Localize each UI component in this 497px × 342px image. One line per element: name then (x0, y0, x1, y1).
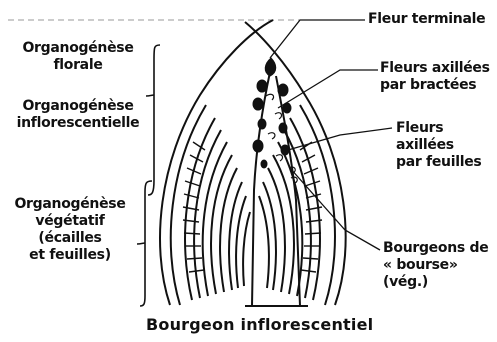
label-line: (écailles (2, 230, 138, 247)
label-fleur-terminale: Fleur terminale (368, 11, 485, 28)
flower-buds (253, 58, 291, 168)
left-braces (137, 45, 160, 306)
label-line: par bractées (380, 77, 490, 94)
label-organogenese-florale: Organogénèse florale (8, 40, 148, 74)
label-line: inflorescentielle (4, 115, 152, 132)
label-line: végétatif (2, 213, 138, 230)
label-organogenese-vegetatif: Organogénèse végétatif (écailles et feui… (2, 196, 138, 264)
label-line: par feuilles (396, 154, 481, 171)
label-line: Organogénèse (8, 40, 148, 57)
label-line: et feuilles) (2, 247, 138, 264)
label-organogenese-inflorescentielle: Organogénèse inflorescentielle (4, 98, 152, 132)
terminal-flower (265, 58, 276, 76)
label-line: (vég.) (383, 274, 488, 291)
label-line: Organogénèse (4, 98, 152, 115)
diagram-caption: Bourgeon inflorescentiel (146, 315, 373, 334)
label-fleurs-axillees-bractees: Fleurs axillées par bractées (380, 60, 490, 94)
leader-lines (270, 20, 392, 250)
label-bourgeons-bourse: Bourgeons de « bourse» (vég.) (383, 240, 488, 291)
label-fleurs-axillees-feuilles: Fleurs axillées par feuilles (396, 120, 481, 171)
label-line: Organogénèse (2, 196, 138, 213)
label-line: Fleurs (396, 120, 481, 137)
label-line: florale (8, 57, 148, 74)
label-line: Bourgeons de (383, 240, 488, 257)
label-line: Fleurs axillées (380, 60, 490, 77)
label-line: axillées (396, 137, 481, 154)
label-line: « bourse» (383, 257, 488, 274)
